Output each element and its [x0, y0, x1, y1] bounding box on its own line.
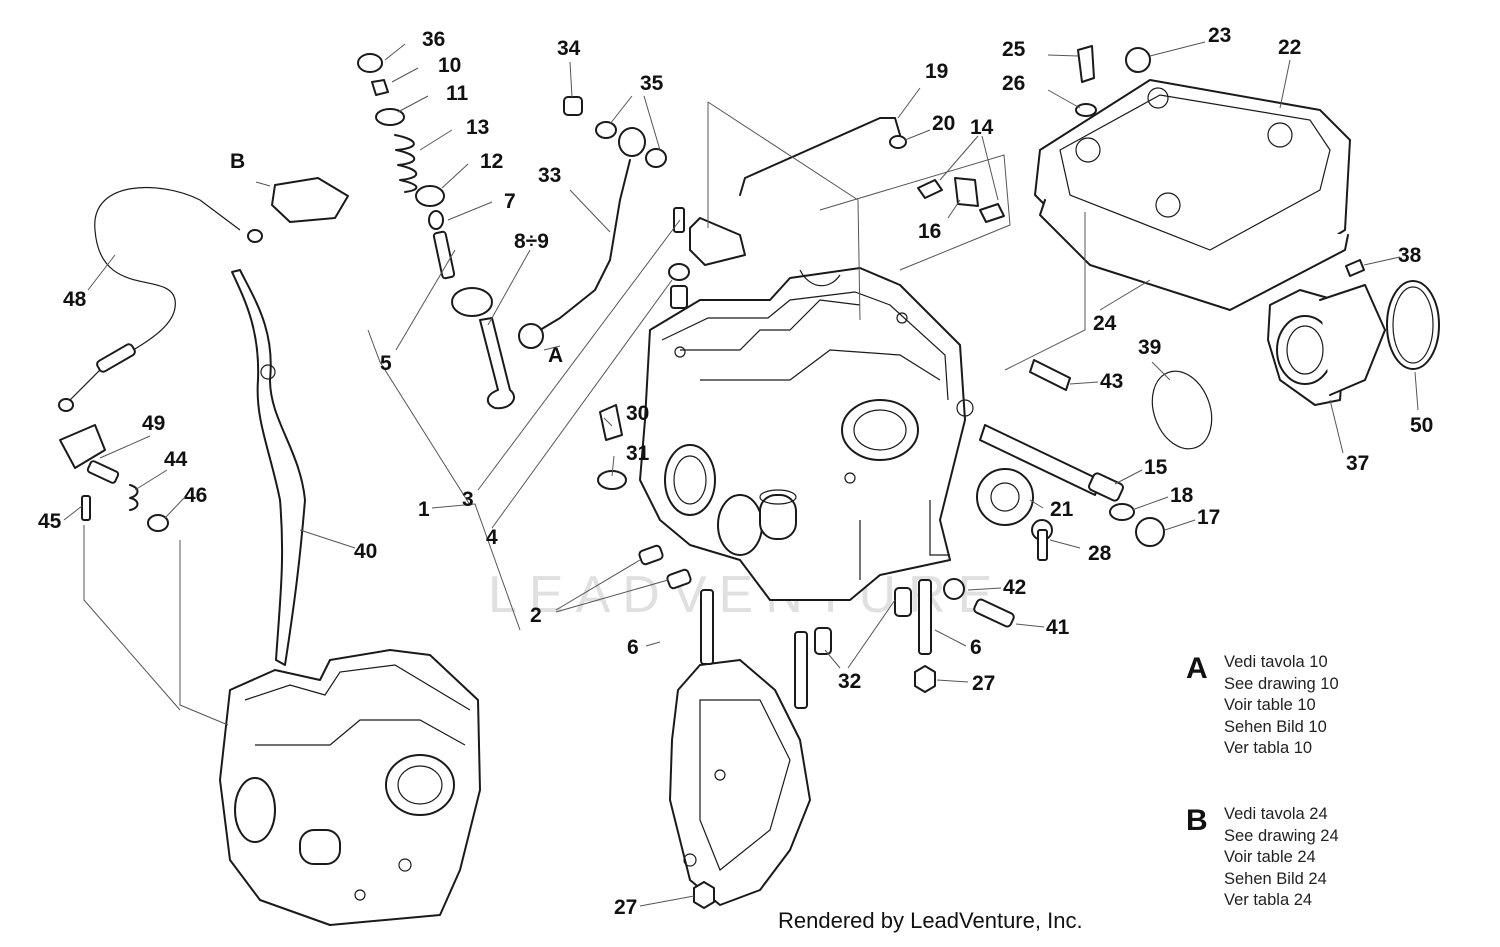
callout-39: 39 [1138, 336, 1161, 359]
callout-41: 41 [1046, 616, 1070, 639]
callout-44: 44 [164, 448, 188, 471]
legend-b-line-fr: Voir table 24 [1224, 848, 1316, 867]
callout-45: 45 [38, 510, 62, 533]
callout-2: 2 [530, 604, 542, 627]
callout-38: 38 [1398, 244, 1422, 267]
callout-11: 11 [446, 82, 469, 105]
callout-37: 37 [1346, 452, 1369, 475]
callout-43: 43 [1100, 370, 1123, 393]
callout-4: 4 [486, 526, 498, 549]
oil-line [518, 96, 667, 349]
callout-31: 31 [626, 442, 650, 465]
callout-23: 23 [1208, 24, 1231, 47]
callout-35: 35 [640, 72, 664, 95]
throttle-bits [59, 424, 169, 532]
callout-22: 22 [1278, 36, 1301, 59]
callout-42: 42 [1003, 576, 1026, 599]
callout-24: 24 [1093, 312, 1117, 335]
render-credit: Rendered by LeadVenture, Inc. [778, 908, 1083, 933]
legend-a-line-de: Sehen Bild 10 [1224, 717, 1327, 736]
callout-14: 14 [970, 116, 994, 139]
callout-ref-a-oil: A [548, 344, 563, 367]
callout-28: 28 [1088, 542, 1112, 565]
legend-letter-a: A [1186, 652, 1208, 685]
leader-lines [63, 41, 1419, 907]
intake-manifold [1151, 259, 1440, 450]
callout-46: 46 [184, 484, 207, 507]
legend-a-lines: Vedi tavola 10 See drawing 10 Voir table… [1224, 652, 1339, 760]
callout-25: 25 [1002, 38, 1026, 61]
callout-7: 7 [504, 190, 516, 213]
callout-33: 33 [538, 164, 561, 187]
callout-49: 49 [142, 412, 165, 435]
callout-26: 26 [1002, 72, 1025, 95]
callout-15: 15 [1144, 456, 1168, 479]
valve-train [357, 53, 515, 410]
callout-6-right: 6 [970, 636, 982, 659]
callout-30: 30 [626, 402, 649, 425]
cylinder-head-secondary-view [219, 649, 481, 926]
callout-16: 16 [918, 220, 941, 243]
throttle-cable [58, 177, 349, 412]
callout-1: 1 [418, 498, 430, 521]
rocker-support [597, 207, 746, 490]
callout-10: 10 [438, 54, 461, 77]
studs [638, 544, 936, 909]
callout-19: 19 [925, 60, 948, 83]
callout-27-bottom: 27 [614, 896, 637, 919]
callout-6-left: 6 [627, 636, 639, 659]
legend-letter-b: B [1186, 804, 1208, 837]
cylinder-head [639, 267, 974, 601]
callout-3: 3 [462, 488, 474, 511]
breather-tube [739, 117, 907, 196]
legend-a-line-es: Ver tabla 10 [1224, 739, 1313, 758]
chain-tensioner [231, 269, 306, 666]
callout-32: 32 [838, 670, 861, 693]
callout-27-right: 27 [972, 672, 995, 695]
callout-8-9: 8÷9 [514, 230, 549, 253]
callout-5: 5 [380, 352, 392, 375]
legend-b-lines: Vedi tavola 24 See drawing 24 Voir table… [1224, 804, 1339, 912]
clamps [917, 177, 1005, 223]
legend-b-line-it: Vedi tavola 24 [1224, 805, 1328, 823]
callout-34: 34 [557, 37, 581, 60]
legend-b-line-es: Ver tabla 24 [1224, 891, 1313, 910]
legend-a-line-it: Vedi tavola 10 [1224, 653, 1328, 671]
callout-13: 13 [466, 116, 489, 139]
legend-b-line-de: Sehen Bild 24 [1224, 869, 1327, 888]
valve-cover [1034, 45, 1351, 311]
callout-21: 21 [1050, 498, 1074, 521]
callout-36: 36 [422, 28, 445, 51]
cylinder-fragment [669, 659, 811, 906]
callout-40: 40 [354, 540, 377, 563]
callout-12: 12 [480, 150, 503, 173]
legend-a-line-fr: Voir table 10 [1224, 696, 1316, 715]
legend-a-line-en: See drawing 10 [1224, 674, 1339, 693]
callout-20: 20 [932, 112, 955, 135]
callout-18: 18 [1170, 484, 1194, 507]
legend-b-line-en: See drawing 24 [1224, 826, 1339, 845]
callout-labels: 36 10 11 13 12 7 8÷9 5 34 35 33 A 19 20 … [38, 24, 1433, 919]
callout-ref-b-bracket: B [230, 150, 245, 173]
callout-50: 50 [1410, 414, 1433, 437]
shaft-assembly [943, 359, 1165, 628]
callout-17: 17 [1197, 506, 1220, 529]
callout-48: 48 [63, 288, 87, 311]
